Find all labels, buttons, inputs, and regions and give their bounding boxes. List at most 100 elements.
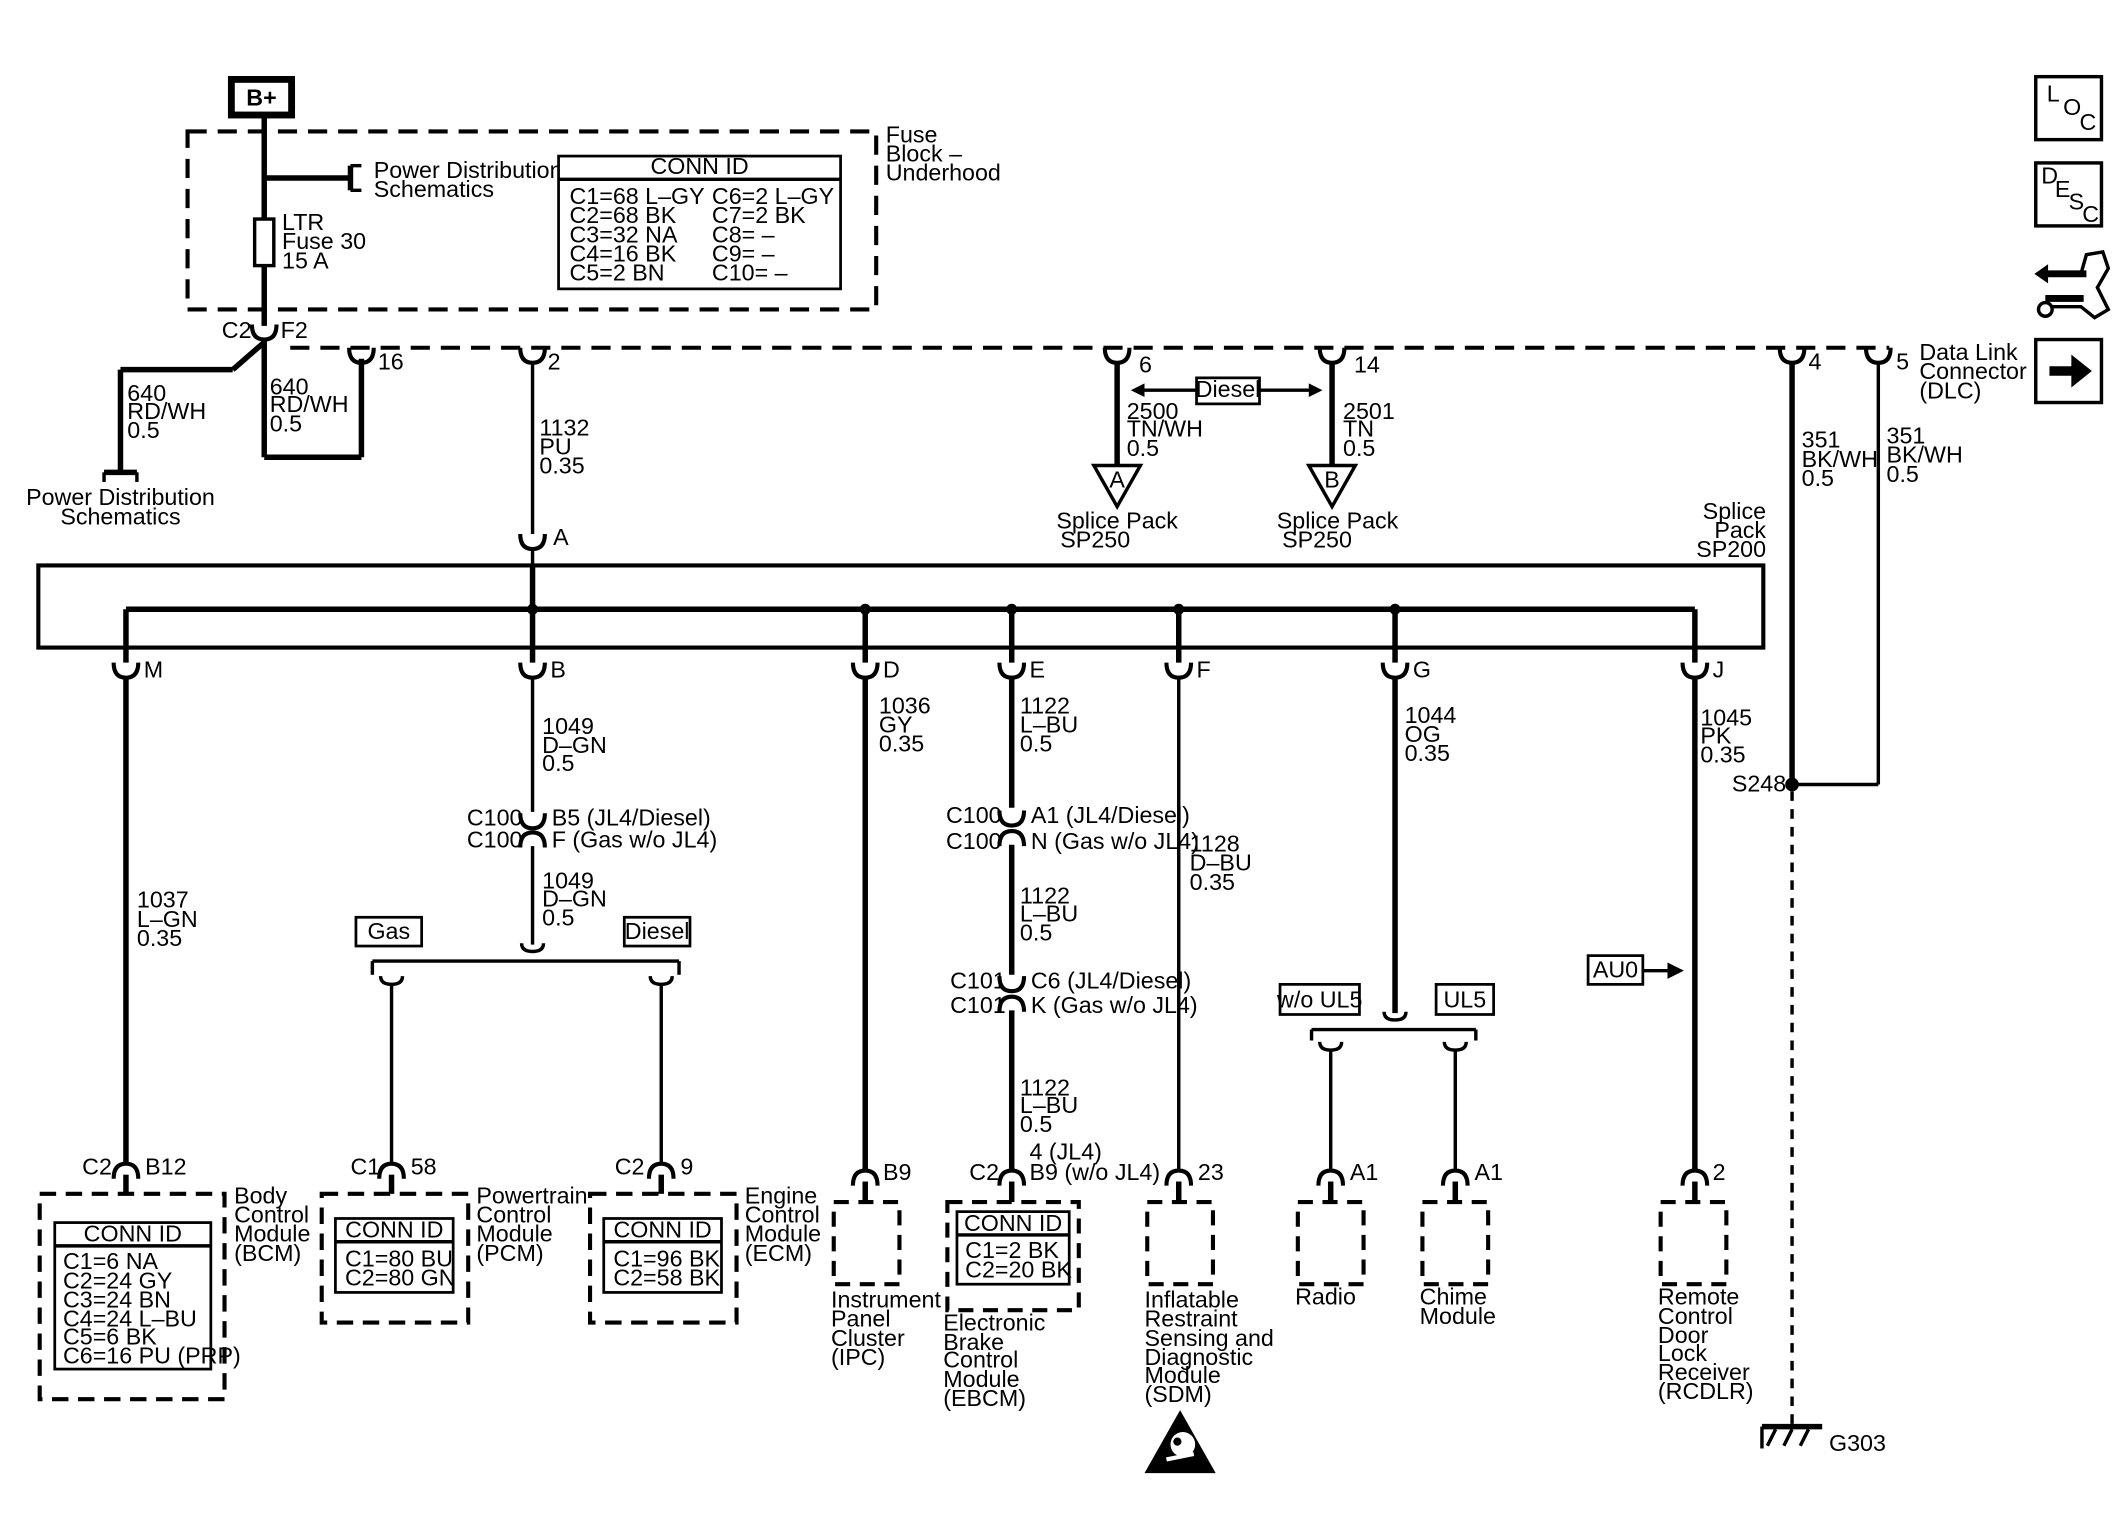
c101-connector: C101 C6 (JL4/Diesel) C101 K (Gas w/o JL4…: [950, 967, 1198, 1018]
svg-text:Schematics: Schematics: [374, 176, 494, 202]
ground-g303: G303: [1760, 1423, 1886, 1456]
wire-1128-label: 1128 D–BU 0.35: [1190, 831, 1252, 895]
svg-text:C4=24 L–BU: C4=24 L–BU: [63, 1306, 197, 1332]
svg-text:Power Distribution: Power Distribution: [374, 157, 563, 183]
svg-text:Control: Control: [234, 1202, 309, 1228]
svg-text:C1=6 NA: C1=6 NA: [63, 1248, 159, 1274]
svg-text:0.5: 0.5: [127, 417, 159, 443]
svg-text:0.5: 0.5: [1127, 435, 1159, 461]
description-button[interactable]: D E S C: [2034, 161, 2104, 228]
svg-text:1122: 1122: [1020, 692, 1070, 718]
svg-text:Module: Module: [1145, 1362, 1221, 1388]
svg-text:0.5: 0.5: [270, 410, 302, 436]
svg-text:Fuse 30: Fuse 30: [282, 228, 366, 254]
wire-640-b-label: 640 RD/WH 0.5: [270, 373, 349, 436]
svg-text:A1 (JL4/Diesel): A1 (JL4/Diesel): [1031, 802, 1190, 828]
svg-text:B: B: [550, 657, 566, 683]
au0-option-tag: AU0: [1586, 954, 1684, 986]
svg-text:(DLC): (DLC): [1919, 377, 1981, 403]
svg-text:14: 14: [1354, 351, 1380, 377]
diesel-option-tag: Diesel: [1195, 376, 1261, 406]
svg-text:C1=80 BU: C1=80 BU: [345, 1245, 453, 1271]
svg-text:Module: Module: [943, 1366, 1019, 1392]
svg-text:Restraint: Restraint: [1145, 1306, 1239, 1332]
svg-text:A: A: [1109, 466, 1125, 492]
svg-text:C2=68 BK: C2=68 BK: [570, 202, 677, 228]
svg-text:1036: 1036: [879, 692, 931, 718]
svg-text:Engine: Engine: [745, 1182, 817, 1208]
wire-1122-a-label: 1122 L–BU 0.5: [1020, 692, 1078, 756]
svg-text:TN: TN: [1343, 416, 1374, 442]
svg-text:Sensing and: Sensing and: [1145, 1325, 1274, 1351]
svg-text:Module: Module: [745, 1221, 821, 1247]
wire-1037-label: 1037 L–GN 0.35: [137, 887, 198, 951]
svg-text:M: M: [144, 657, 163, 683]
svg-text:1132: 1132: [539, 414, 589, 440]
svg-text:0.35: 0.35: [1405, 740, 1450, 766]
svg-text:D–GN: D–GN: [542, 732, 607, 758]
svg-text:Block –: Block –: [886, 141, 962, 167]
svg-text:UL5: UL5: [1444, 987, 1487, 1013]
svg-text:C: C: [2080, 109, 2097, 135]
svg-text:58: 58: [411, 1154, 437, 1180]
svg-text:C2=20 BK: C2=20 BK: [965, 1256, 1072, 1282]
svg-text:Chime: Chime: [1420, 1284, 1487, 1310]
svg-text:BK/WH: BK/WH: [1887, 442, 1963, 468]
chime-module: Chime Module: [1420, 1199, 1496, 1329]
wire-1044-label: 1044 OG 0.35: [1405, 702, 1457, 766]
svg-text:RD/WH: RD/WH: [127, 398, 206, 424]
pds-reference-bottom: Power Distribution Schematics: [26, 484, 215, 529]
svg-text:C2=80 GN: C2=80 GN: [345, 1265, 456, 1291]
svg-text:Brake: Brake: [943, 1329, 1004, 1355]
pcm-module: CONN ID C1=80 BU C2=80 GN Powertrain Con…: [319, 1182, 588, 1325]
svg-text:2500: 2500: [1127, 398, 1179, 424]
location-button[interactable]: L O C: [2034, 74, 2104, 142]
svg-text:C6=16 PU (PRP): C6=16 PU (PRP): [63, 1343, 241, 1369]
svg-text:E: E: [2055, 176, 2071, 202]
next-page-arrow-icon[interactable]: [2034, 337, 2104, 405]
wire-2501-label: 2501 TN 0.5: [1343, 398, 1395, 461]
svg-text:L–BU: L–BU: [1020, 900, 1078, 926]
svg-text:0.35: 0.35: [1190, 869, 1235, 895]
svg-text:C3=32 NA: C3=32 NA: [570, 221, 678, 247]
svg-text:0.5: 0.5: [1020, 1111, 1052, 1137]
svg-text:C2: C2: [222, 317, 252, 343]
svg-text:Control: Control: [1658, 1303, 1733, 1329]
svg-text:C2: C2: [969, 1159, 999, 1185]
svg-text:1049: 1049: [542, 713, 594, 739]
svg-text:(SDM): (SDM): [1145, 1381, 1212, 1407]
svg-text:0.5: 0.5: [1802, 465, 1834, 491]
svg-text:Diesel: Diesel: [1196, 376, 1261, 402]
svg-text:Instrument: Instrument: [831, 1286, 941, 1312]
svg-text:Door: Door: [1658, 1322, 1709, 1348]
svg-text:0.5: 0.5: [542, 904, 574, 930]
svg-text:2501: 2501: [1343, 398, 1395, 424]
svg-text:Gas: Gas: [367, 918, 410, 944]
svg-text:C8= –: C8= –: [712, 221, 775, 247]
svg-text:B: B: [1324, 466, 1340, 492]
svg-text:Connector: Connector: [1919, 358, 2027, 384]
svg-text:C1=96 BK: C1=96 BK: [613, 1245, 720, 1271]
sdm-module: Inflatable Restraint Sensing and Diagnos…: [1145, 1199, 1274, 1407]
svg-text:LTR: LTR: [282, 209, 324, 235]
svg-text:C5=6 BK: C5=6 BK: [63, 1323, 157, 1349]
svg-text:351: 351: [1802, 427, 1841, 453]
svg-text:640: 640: [127, 380, 166, 406]
svg-text:1037: 1037: [137, 887, 189, 913]
svg-text:S: S: [2069, 188, 2085, 214]
svg-text:G: G: [1413, 657, 1431, 683]
rcdlr-module: Remote Control Door Lock Receiver (RCDLR…: [1658, 1199, 1754, 1404]
svg-text:L: L: [2047, 80, 2060, 106]
svg-text:0.35: 0.35: [1700, 742, 1745, 768]
svg-text:Underhood: Underhood: [886, 160, 1001, 186]
without-ul5-option-tag: w/o UL5: [1276, 982, 1362, 1016]
wire-1122-b-label: 1122 L–BU 0.5: [1020, 883, 1078, 946]
svg-text:AU0: AU0: [1593, 957, 1638, 983]
svg-text:OG: OG: [1405, 721, 1441, 747]
svg-text:0.35: 0.35: [879, 731, 924, 757]
svg-text:6: 6: [1139, 351, 1152, 377]
splice-pack-sp250-b: B Splice Pack SP250: [1277, 463, 1399, 553]
svg-text:CONN ID: CONN ID: [84, 1221, 182, 1247]
wrench-vehicle-icon[interactable]: [2034, 249, 2111, 320]
